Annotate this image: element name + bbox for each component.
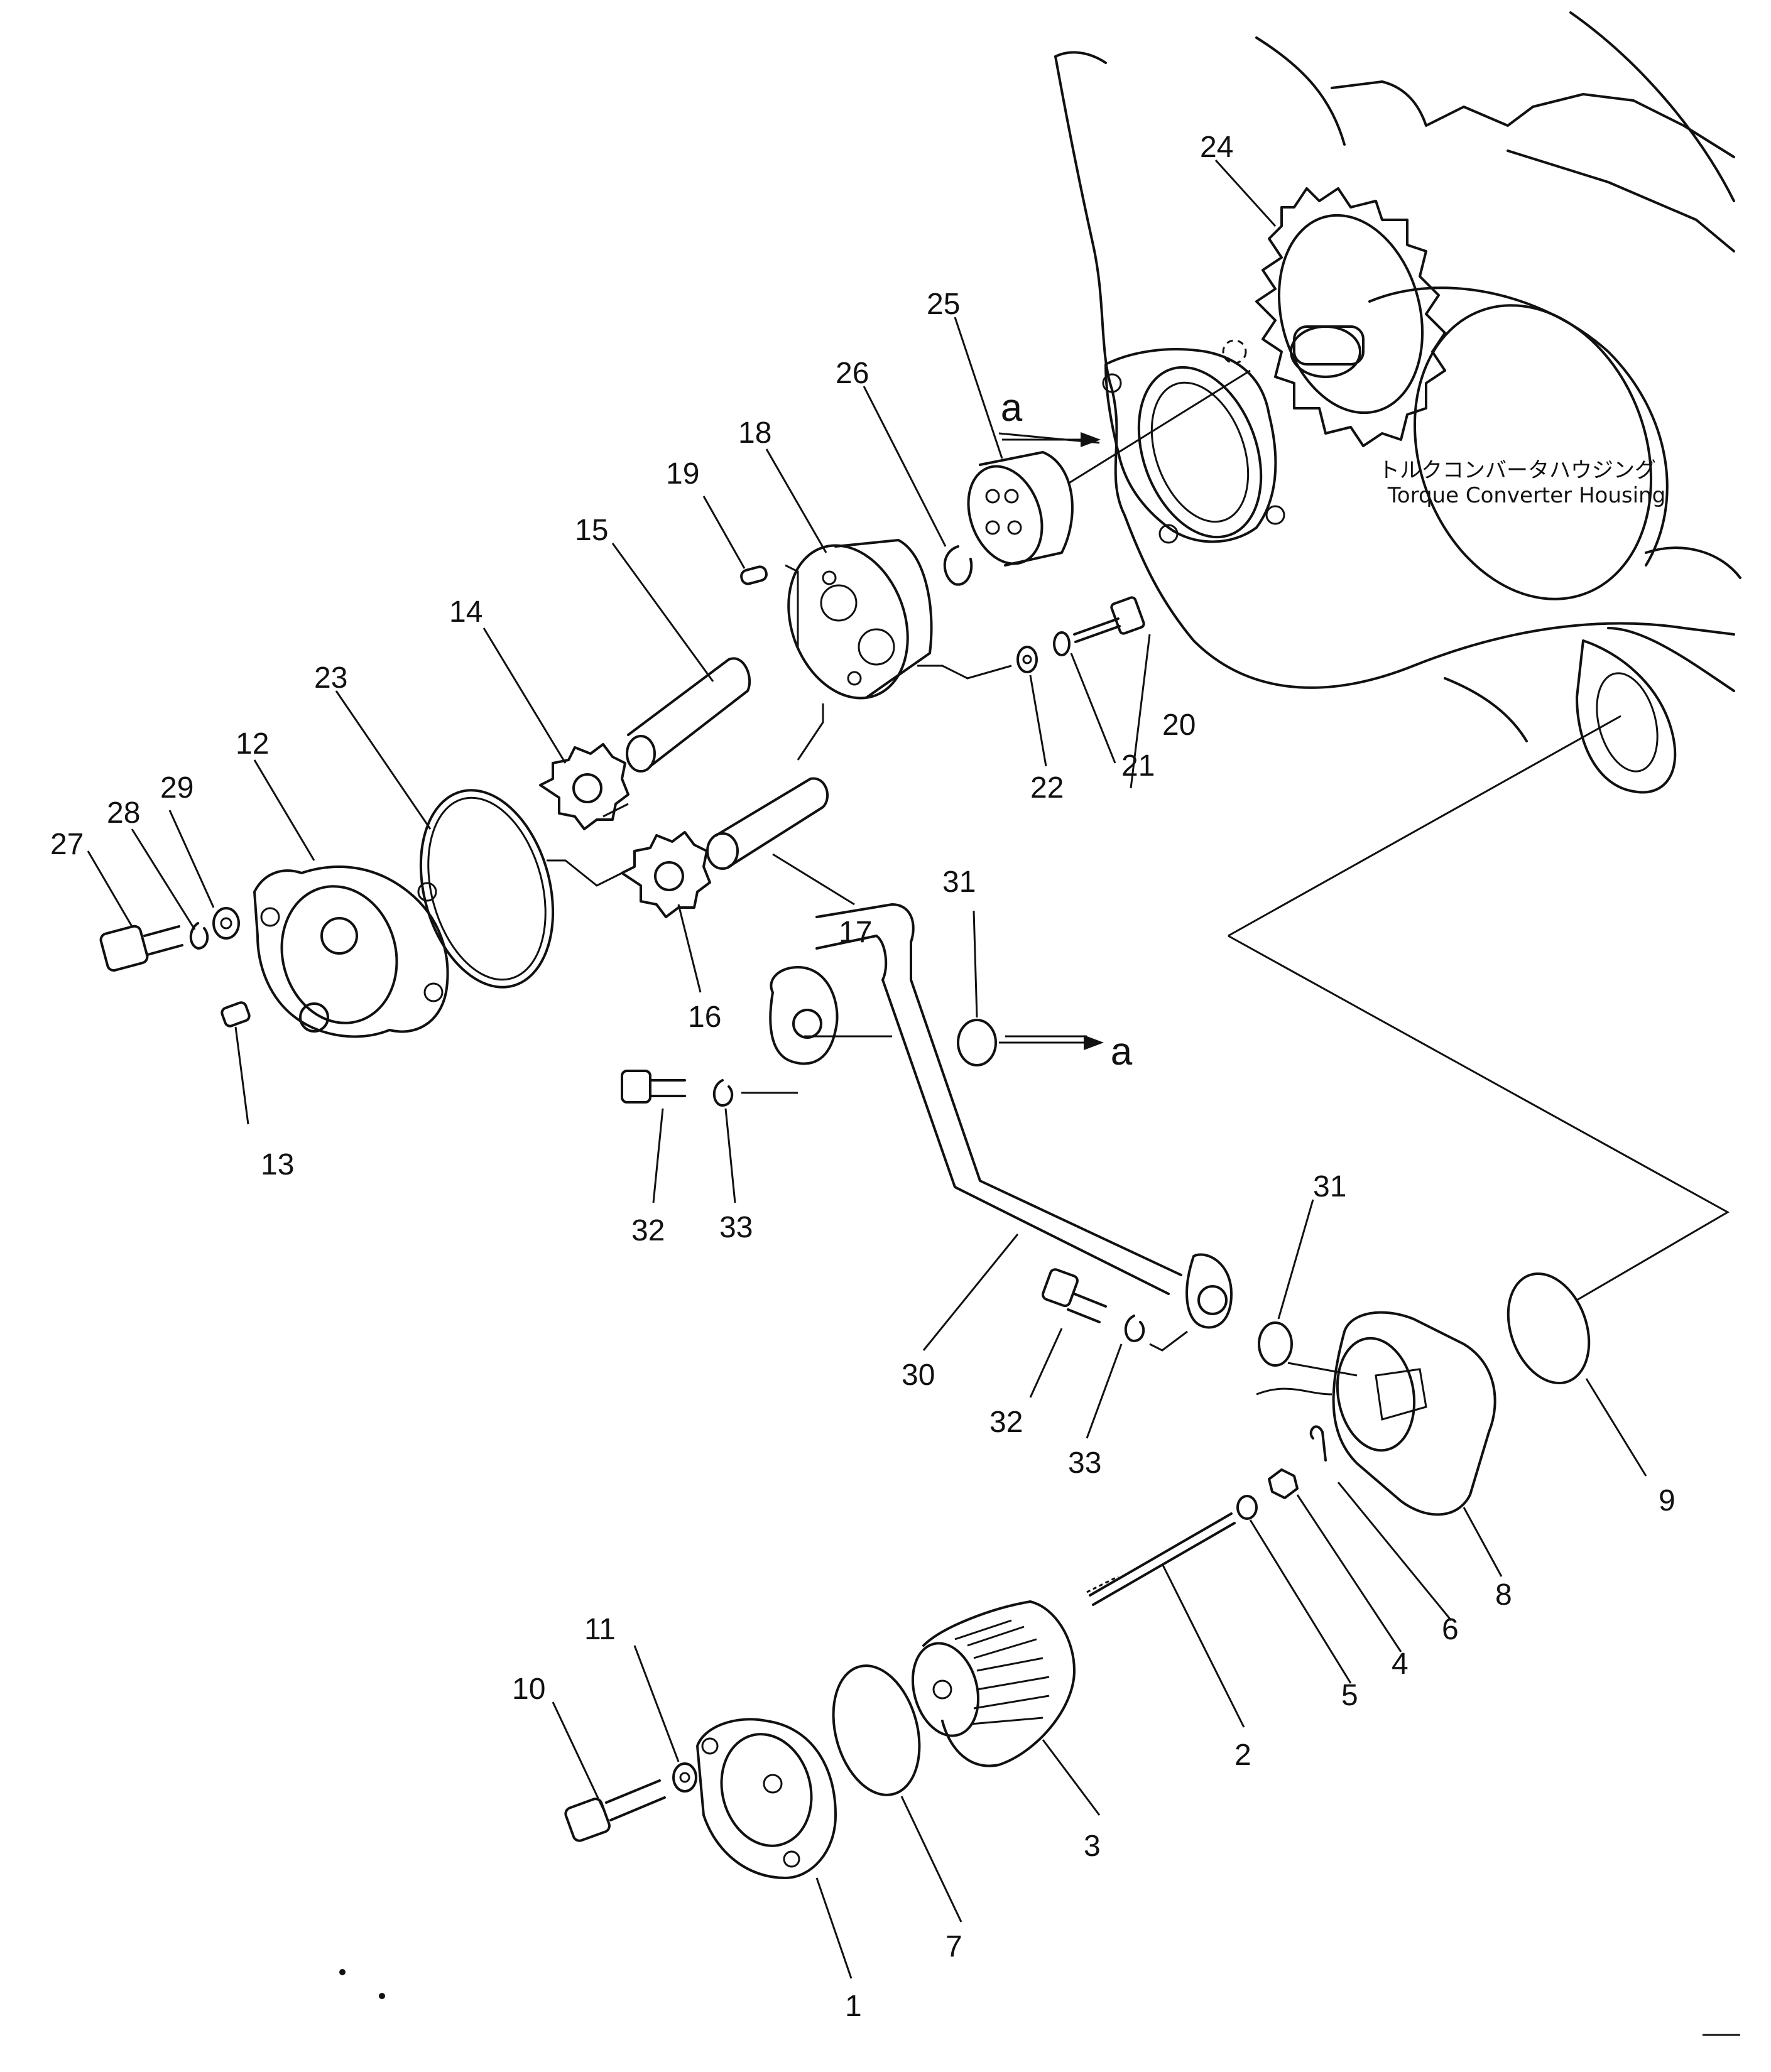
rod-2 bbox=[1086, 1512, 1236, 1606]
part-number: 32 bbox=[989, 1406, 1023, 1439]
bolt-32-upper bbox=[621, 1070, 686, 1104]
washer-21 bbox=[1053, 631, 1071, 656]
drive-gear bbox=[1255, 187, 1446, 447]
filter-cover bbox=[696, 1718, 837, 1879]
part-number: 28 bbox=[107, 796, 140, 830]
plug-13 bbox=[221, 1001, 251, 1028]
snap-ring bbox=[943, 545, 973, 586]
part-number: 30 bbox=[902, 1359, 935, 1392]
pump-cover bbox=[253, 865, 449, 1038]
part-number: 25 bbox=[927, 288, 960, 321]
part-number: 23 bbox=[314, 661, 347, 695]
part-number: 1 bbox=[845, 1990, 862, 2023]
bolt-27 bbox=[99, 925, 183, 972]
part-number: 20 bbox=[1162, 708, 1196, 742]
part-number: 12 bbox=[236, 727, 269, 761]
part-number: 31 bbox=[942, 865, 976, 899]
bolt-32-lower bbox=[1042, 1268, 1107, 1323]
part-number: 27 bbox=[50, 828, 84, 861]
assembly-lines bbox=[547, 369, 1730, 1396]
o-ring-9 bbox=[1507, 1272, 1591, 1385]
part-number-labels: 24 25 26 18 19 15 14 23 12 29 28 27 20 2… bbox=[50, 131, 1676, 2023]
part-number: 22 bbox=[1030, 771, 1064, 805]
part-number: 26 bbox=[836, 357, 869, 390]
part-number: 29 bbox=[160, 771, 193, 805]
shaft-15 bbox=[626, 657, 751, 773]
connection-arrows bbox=[999, 432, 1104, 1050]
part-number: 5 bbox=[1341, 1679, 1358, 1712]
o-ring-23 bbox=[419, 789, 555, 989]
nut-4 bbox=[1268, 1468, 1299, 1499]
shaft-17 bbox=[706, 777, 829, 870]
o-ring-7 bbox=[832, 1664, 921, 1796]
part-number: 31 bbox=[1313, 1170, 1346, 1203]
washer-33-upper bbox=[712, 1079, 734, 1107]
part-number: 18 bbox=[738, 416, 771, 450]
part-number: 3 bbox=[1084, 1830, 1101, 1863]
part-number: 8 bbox=[1495, 1578, 1512, 1612]
dowel-pin bbox=[740, 565, 768, 585]
o-ring-31-lower bbox=[1258, 1321, 1293, 1367]
part-number: 2 bbox=[1234, 1738, 1251, 1772]
coupling-part bbox=[967, 451, 1074, 567]
part-number: 6 bbox=[1442, 1613, 1459, 1646]
pin-6 bbox=[1309, 1425, 1327, 1462]
part-number: 33 bbox=[719, 1211, 753, 1244]
part-number: 9 bbox=[1659, 1484, 1676, 1517]
part-number: 24 bbox=[1200, 131, 1233, 164]
pump-body bbox=[787, 539, 933, 700]
filter-case bbox=[1332, 1311, 1496, 1516]
part-number: 21 bbox=[1121, 749, 1155, 783]
connection-marker-a-upper: a bbox=[1001, 386, 1023, 430]
part-number: 33 bbox=[1068, 1446, 1101, 1480]
housing-label-english: Torque Converter Housing bbox=[1387, 483, 1665, 508]
housing-label-japanese: トルクコンバータハウジング bbox=[1378, 458, 1656, 483]
gear-16 bbox=[621, 831, 711, 918]
pipe-30 bbox=[769, 903, 1233, 1329]
washer-11 bbox=[672, 1762, 697, 1793]
bolt-10 bbox=[564, 1779, 666, 1842]
gear-14 bbox=[539, 743, 629, 830]
part-number: 16 bbox=[688, 1001, 721, 1034]
part-number: 4 bbox=[1392, 1647, 1409, 1681]
part-number: 15 bbox=[575, 514, 608, 547]
bolt-20 bbox=[1073, 596, 1145, 643]
filter-element bbox=[911, 1600, 1076, 1767]
part-number: 11 bbox=[584, 1613, 616, 1646]
scan-marks bbox=[339, 1969, 1740, 2036]
connection-marker-a-lower: a bbox=[1111, 1030, 1133, 1073]
label-leaders bbox=[87, 159, 1647, 1979]
washer-29 bbox=[212, 907, 240, 940]
washer-33-lower bbox=[1124, 1315, 1145, 1342]
part-number: 13 bbox=[261, 1148, 294, 1181]
part-number: 10 bbox=[512, 1673, 545, 1706]
part-number: 19 bbox=[666, 457, 699, 491]
part-number: 7 bbox=[945, 1930, 962, 1963]
part-number: 32 bbox=[631, 1214, 665, 1247]
part-number: 17 bbox=[839, 916, 872, 949]
washer-22 bbox=[1016, 646, 1038, 673]
washer-5 bbox=[1236, 1495, 1258, 1520]
washer-28 bbox=[189, 922, 209, 950]
part-number: 14 bbox=[449, 595, 482, 629]
torque-converter-housing bbox=[1054, 11, 1741, 794]
o-ring-31-upper bbox=[957, 1019, 997, 1066]
